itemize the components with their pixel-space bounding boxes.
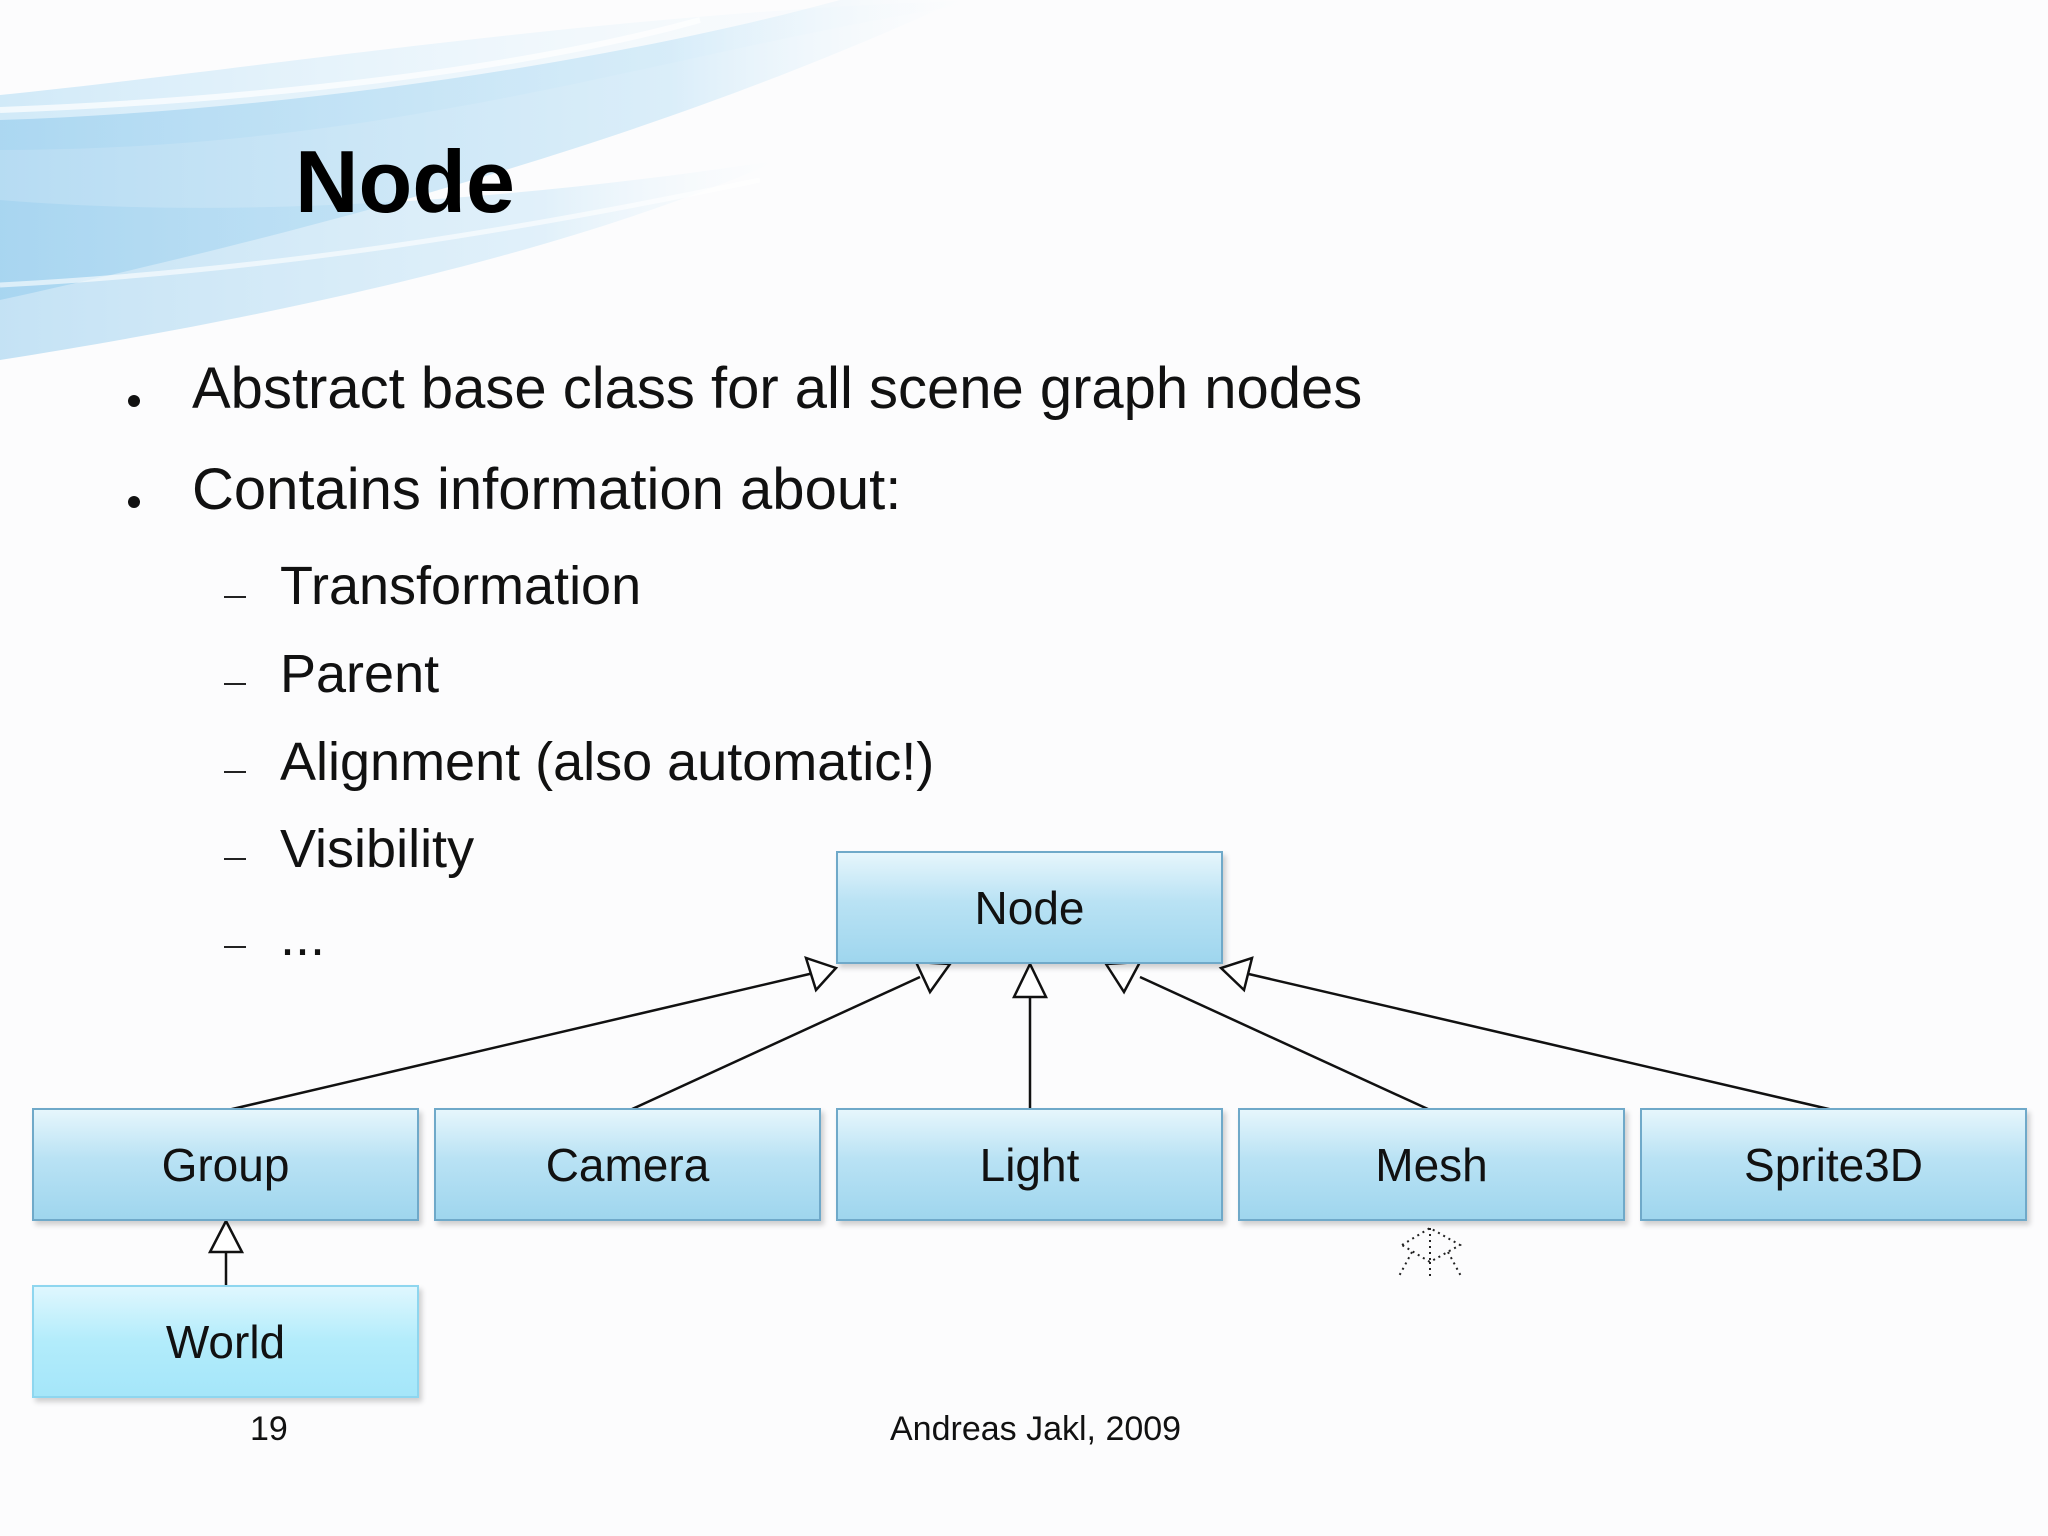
mesh-marker-icon	[1397, 1226, 1463, 1279]
arrowhead-icon	[207, 1218, 245, 1254]
arrowhead-icon	[1012, 961, 1048, 999]
page-number: 19	[250, 1410, 288, 1448]
sub-bullet-item: Parent	[280, 644, 440, 704]
arrowhead-icon	[1218, 956, 1254, 993]
dash-icon	[224, 596, 246, 598]
arrowhead-icon	[804, 956, 839, 993]
mesh-box: Mesh	[1238, 1108, 1625, 1221]
bullet-dot-icon	[128, 395, 140, 407]
sub-bullet-item: Alignment (also automatic!)	[280, 732, 935, 792]
dash-icon	[224, 858, 246, 860]
arrowhead-icon	[913, 960, 953, 995]
bullet-item: Contains information about:	[192, 457, 902, 522]
footer-author: Andreas Jakl, 2009	[890, 1410, 1182, 1448]
sprite3d-box: Sprite3D	[1640, 1108, 2027, 1221]
bullet-dot-icon	[128, 496, 140, 508]
sub-bullet-item: Visibility	[280, 819, 475, 879]
slide-title: Node	[295, 132, 515, 231]
world-box: World	[32, 1285, 419, 1398]
background-swoosh	[0, 0, 1000, 360]
sub-bullet-item: Transformation	[280, 556, 642, 616]
node-box: Node	[836, 851, 1223, 964]
dash-icon	[224, 946, 246, 948]
bullet-list: Abstract base class for all scene graph …	[128, 356, 1363, 967]
camera-box: Camera	[434, 1108, 821, 1221]
arrowhead-icon	[1103, 960, 1143, 995]
dash-icon	[224, 683, 246, 685]
dash-icon	[224, 771, 246, 773]
group-box: Group	[32, 1108, 419, 1221]
light-box: Light	[836, 1108, 1223, 1221]
sub-bullet-item: ...	[280, 907, 326, 967]
bullet-item: Abstract base class for all scene graph …	[192, 356, 1363, 421]
